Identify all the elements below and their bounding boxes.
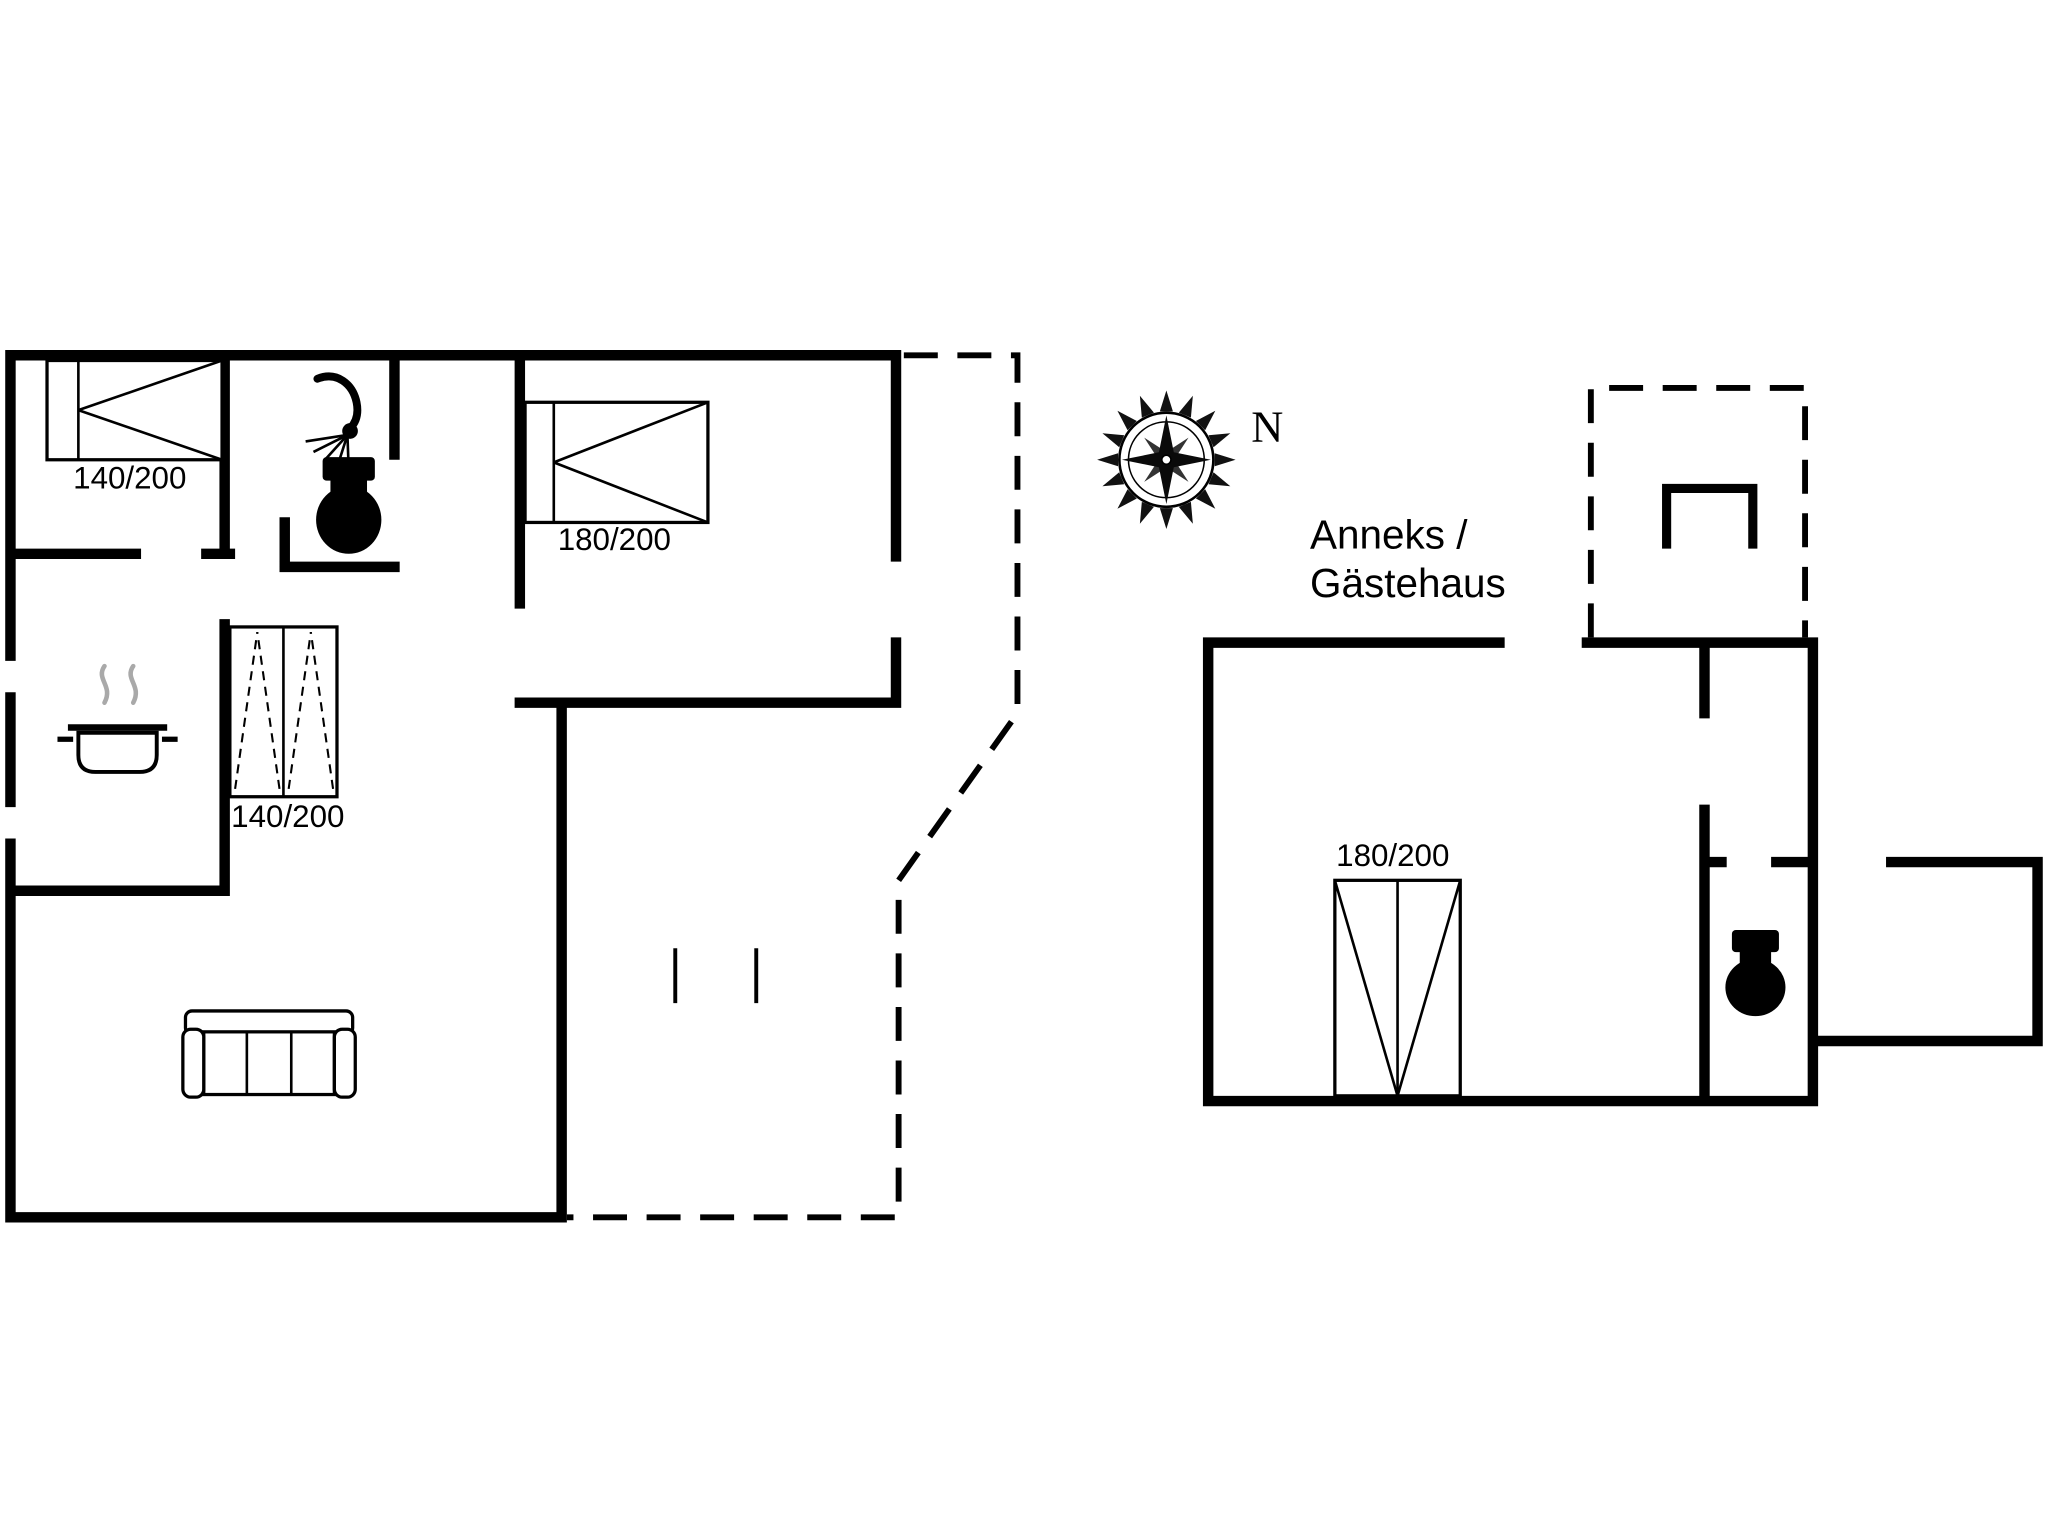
main-house: 140/200 180/200 140/200 [5,350,1021,1223]
annex: Anneks / Gästehaus 180/200 [1202,384,2043,1107]
annex-bed-180-icon [1333,878,1462,1098]
terrace-step-marks [673,948,759,1004]
double-bed-140-icon [45,358,224,462]
sofa-icon [181,1009,357,1099]
hall-bed-140-icon [228,625,339,799]
annex-walls [1202,637,2043,1107]
bed-size-label: 180/200 [558,522,671,557]
annex-title-line2: Gästehaus [1310,560,1506,606]
toilet-icon [316,457,382,554]
stove-pot-icon [57,663,178,774]
compass-rose-icon [1097,390,1236,529]
grill-icon [1662,483,1758,549]
north-label: N [1251,401,1283,451]
annex-terrace-outline [1587,384,1808,638]
shower-icon [305,372,362,471]
main-house-walls [5,350,902,1223]
annex-toilet-icon [1725,929,1786,1017]
bed-size-label: 140/200 [231,799,344,834]
bed-size-label: 180/200 [1336,838,1449,873]
bed-size-label: 140/200 [73,460,186,495]
annex-title-line1: Anneks / [1310,512,1468,558]
double-bed-180-icon [523,400,710,525]
